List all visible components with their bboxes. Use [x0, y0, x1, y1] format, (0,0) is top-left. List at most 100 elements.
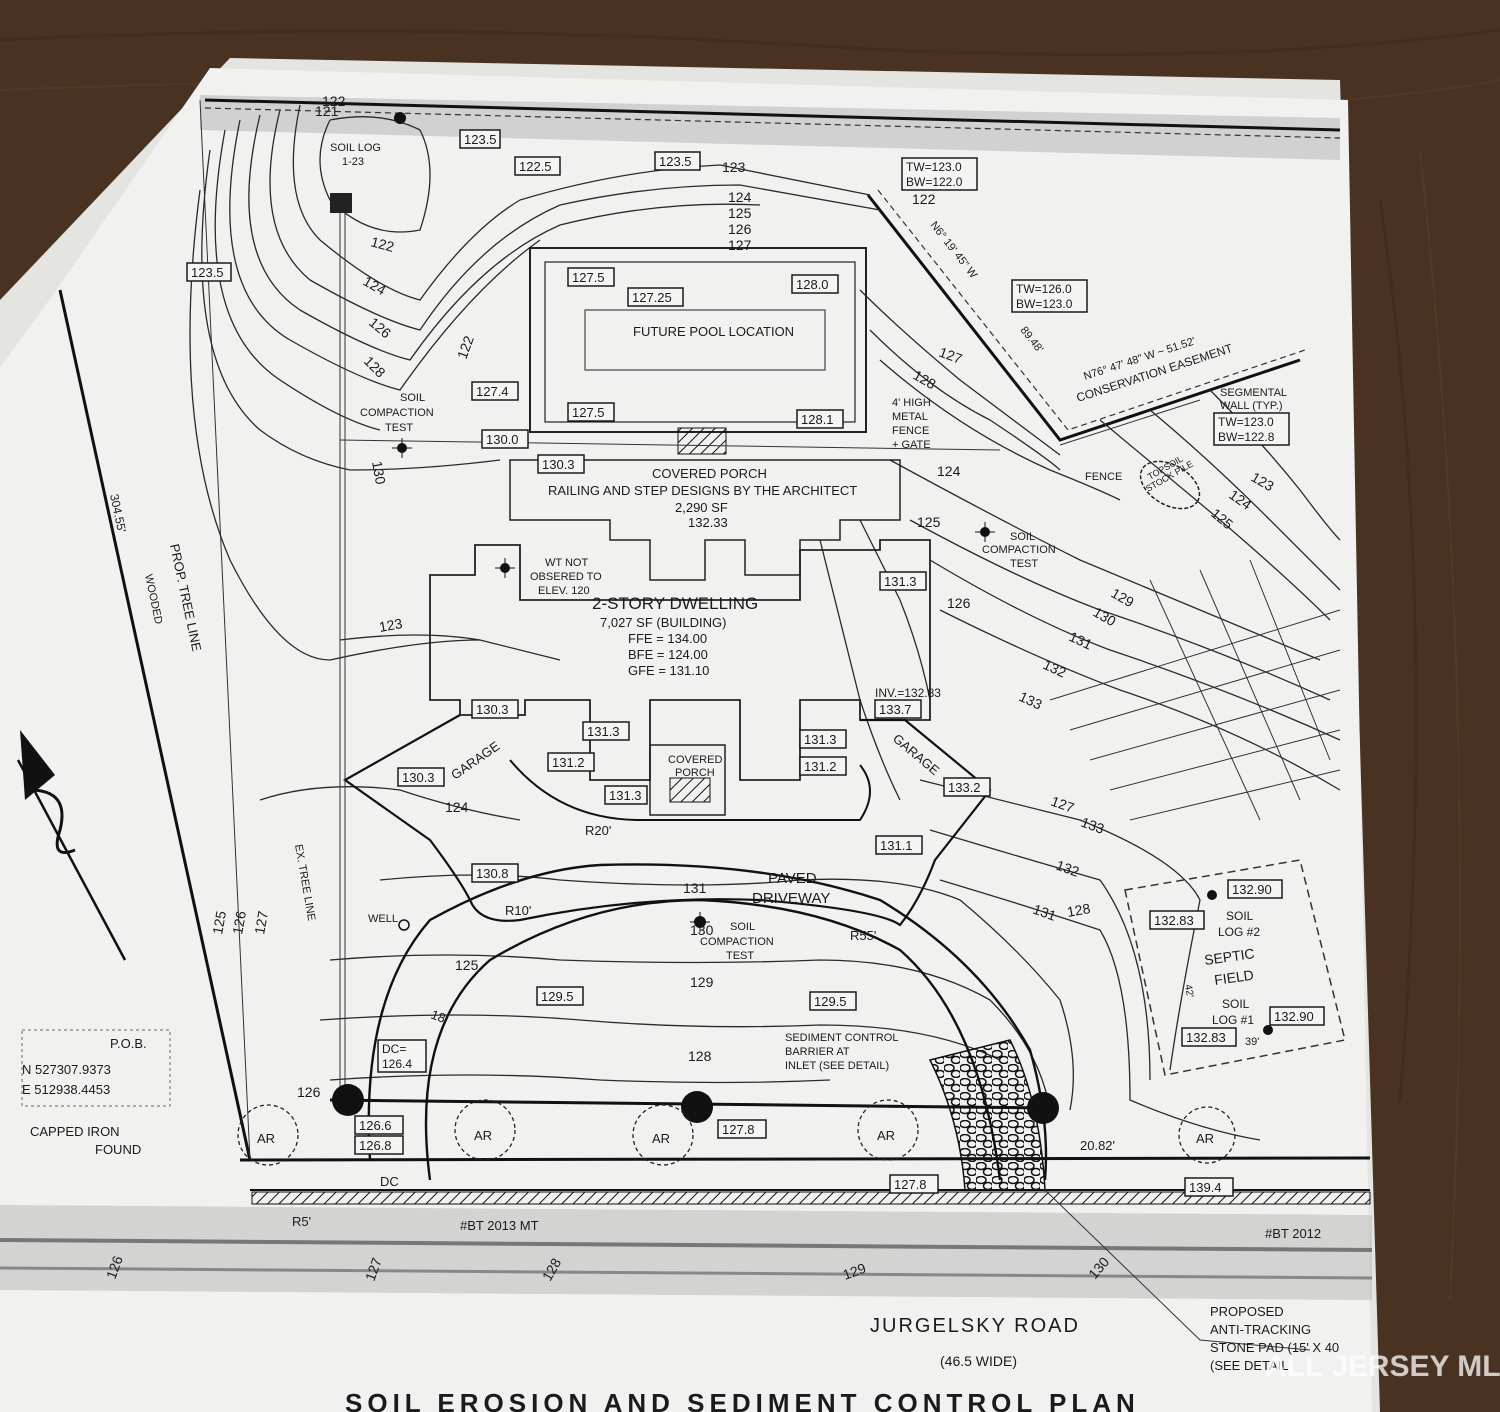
spot-elevation-box — [481, 429, 529, 449]
sediment-1: SEDIMENT CONTROL — [785, 1032, 898, 1044]
contour-label: 126 — [947, 595, 971, 611]
spot-elevation-box — [1227, 879, 1283, 899]
spot-elevation-box — [874, 699, 922, 719]
radius-r5: R5' — [292, 1214, 311, 1229]
dwelling-bfe: BFE = 124.00 — [628, 647, 708, 662]
wt-note-2: OBSERED TO — [530, 571, 602, 583]
contour-label: 133 — [1079, 814, 1107, 837]
spot-elevation-value: 127.4 — [476, 384, 509, 399]
curb-hatch — [251, 1191, 1371, 1205]
spot-elevation-box — [799, 729, 847, 749]
plan-title: SOIL EROSION AND SEDIMENT CONTROL PLAN — [345, 1388, 1140, 1412]
dim-2082: 20.82' — [1080, 1138, 1115, 1153]
soil-log-2b: LOG #2 — [1218, 925, 1260, 939]
contour-label: 130 — [369, 460, 389, 486]
spot-elevation-box — [567, 402, 615, 422]
front-porch-outline — [649, 744, 726, 816]
covered-porch-rear-outline — [509, 459, 901, 581]
pool-label: FUTURE POOL LOCATION — [633, 324, 794, 339]
spot-elevation-box — [879, 571, 927, 591]
road-name: JURGELSKY ROAD — [870, 1315, 1080, 1337]
tree-symbols — [237, 1099, 1236, 1166]
wt-note-3: ELEV. 120 — [538, 585, 590, 597]
anti-tracking-1: PROPOSED — [1210, 1304, 1284, 1319]
dwelling-title: 2-STORY DWELLING — [592, 594, 758, 613]
rear-porch-title: COVERED PORCH — [652, 466, 767, 481]
dc-short: DC — [380, 1174, 399, 1189]
paper-sheet — [0, 68, 1372, 1412]
spot-elevation-box — [582, 721, 630, 741]
spot-elevation-value: 130.3 — [542, 457, 575, 472]
front-porch-2: PORCH — [675, 767, 715, 779]
fence-note-1: 4' HIGH — [892, 397, 931, 409]
contour-label: 132 — [1054, 857, 1082, 880]
radius-r20: R20' — [585, 823, 611, 838]
contour-label: 126 — [103, 1253, 126, 1281]
contour-label: 122 — [912, 191, 936, 207]
contour-labels: 1221211231241251261271221241261281301221… — [103, 93, 1277, 1284]
septic-grid — [1049, 559, 1341, 821]
fence-line — [339, 439, 1001, 451]
contour-label: 131 — [1031, 901, 1059, 924]
spot-elevation-box — [654, 151, 701, 171]
spot-elevation-value: 131.3 — [609, 788, 642, 803]
soil-compaction-1a: SOIL — [400, 392, 425, 404]
spot-elevation-value: 132.83 — [1154, 913, 1194, 928]
spot-elevation-value: 128.1 — [801, 412, 834, 427]
spot-elevation-box — [627, 287, 684, 307]
spot-elevation-box — [471, 381, 519, 401]
driveway-inner-edge — [509, 759, 871, 821]
spot-elevation-box — [471, 699, 519, 719]
scan-band-top — [200, 95, 1340, 160]
spot-elevation-value: 131.3 — [587, 724, 620, 739]
septic-1: SEPTIC — [1203, 945, 1255, 968]
anti-tracking-leader — [1044, 1189, 1311, 1351]
contour-label: 128 — [688, 1048, 712, 1064]
septic-2: FIELD — [1213, 967, 1255, 988]
spot-elevation-box — [354, 1135, 404, 1155]
tw-mid: TW=126.0 — [1016, 282, 1072, 296]
bw-wall: BW=122.8 — [1218, 430, 1275, 444]
contour-label: 123 — [722, 159, 746, 175]
dwelling-ffe: FFE = 134.00 — [628, 631, 707, 646]
spot-elevation-box — [514, 156, 561, 176]
spot-elevation-value: 131.1 — [880, 838, 913, 853]
inlet-left — [332, 1084, 364, 1116]
ar-2: AR — [474, 1128, 492, 1143]
test-markers — [392, 112, 1273, 1035]
ar-1: AR — [257, 1131, 275, 1146]
spot-elevation-box — [1181, 1027, 1237, 1047]
spot-elevation-box — [471, 863, 519, 883]
spot-elevation-value: 130.0 — [486, 432, 519, 447]
contour-label: 125 — [455, 957, 479, 973]
capped-iron-1: CAPPED IRON — [30, 1124, 120, 1139]
pool-outline — [584, 309, 826, 371]
ar-labels: AR AR AR AR AR — [257, 1128, 1214, 1146]
ar-5: AR — [1196, 1131, 1214, 1146]
spot-elevation-value: 129.5 — [541, 989, 574, 1004]
spot-elevation-value: 133.2 — [948, 780, 981, 795]
spot-elevation-value: 139.4 — [1189, 1180, 1222, 1195]
soil-compaction-3a: SOIL — [730, 921, 755, 933]
spot-elevation-value: 127.5 — [572, 405, 605, 420]
tw-bw-wall-box — [1213, 412, 1290, 446]
contour-label: 129 — [690, 974, 714, 990]
tw-bw-mid-box — [1011, 279, 1088, 313]
spot-elevation-box — [567, 267, 615, 287]
driveway-left-arc — [367, 863, 601, 1161]
spot-elevation-value: 131.3 — [804, 732, 837, 747]
bw-top-1: BW=122.0 — [906, 175, 963, 189]
spot-elevation-box — [459, 129, 501, 149]
soil-compaction-1c: TEST — [385, 422, 413, 434]
anti-tracking-2: ANTI-TRACKING — [1210, 1322, 1311, 1337]
spot-elevation-box — [397, 767, 445, 787]
soil-compaction-2b: COMPACTION — [982, 544, 1056, 556]
spot-elevation-value: 127.8 — [722, 1122, 755, 1137]
contour-label: 122 — [454, 333, 477, 361]
soil-log-1a-septic: SOIL — [1222, 997, 1250, 1011]
spot-elevation-value: 127.5 — [572, 270, 605, 285]
spot-elevation-box — [875, 835, 923, 855]
inlet-middle — [681, 1091, 713, 1123]
driveway-1: PAVED — [768, 870, 817, 887]
